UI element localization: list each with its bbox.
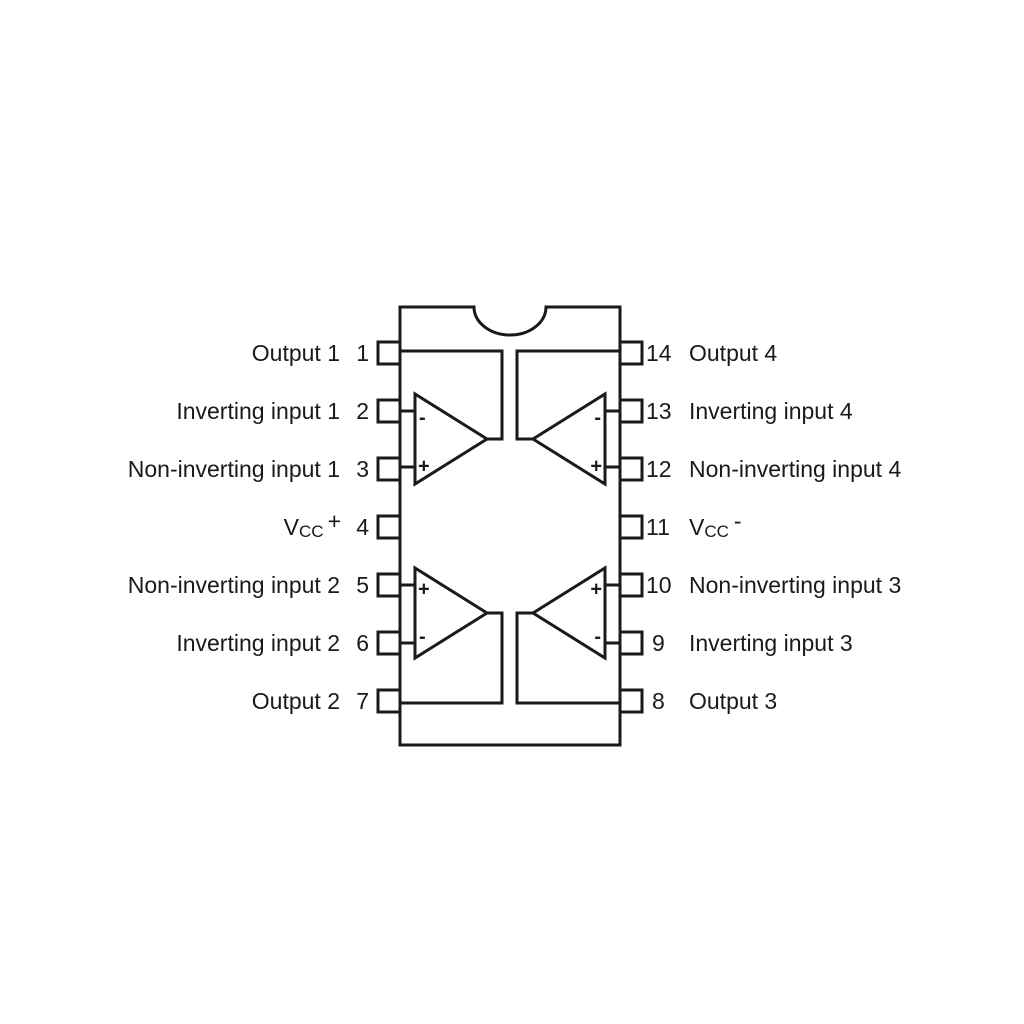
opamp-4-output-wire [515, 349, 620, 441]
pin-1-pad [376, 340, 402, 366]
pin-5-pad [376, 572, 402, 598]
vcc-subscript: CC [299, 522, 324, 541]
pin-label: Output 2 [252, 688, 340, 714]
pin-number: 1 [356, 340, 369, 366]
pin-number: 2 [356, 398, 369, 424]
pin-7-pad [376, 688, 402, 714]
pin-number: 14 [646, 340, 672, 366]
vcc-sign: + [328, 508, 341, 534]
vcc-v: V [284, 514, 300, 540]
opamp-3-output-wire [515, 611, 620, 705]
opamp-4-symbol [530, 391, 607, 487]
vcc-negative-label: VCC- [689, 508, 742, 541]
vcc-sign: - [734, 508, 742, 534]
pin-4-pad [376, 514, 402, 540]
pin-number: 6 [356, 630, 369, 656]
opamp-1-minus-sign: - [419, 407, 426, 429]
pin-label: Inverting input 1 [176, 398, 340, 424]
ic-package-body [398, 305, 622, 747]
opamp-4-minus-sign: - [594, 407, 601, 429]
opamp-2-minus-sign: - [419, 626, 426, 648]
opamp-3-minus-sign: - [594, 626, 601, 648]
pin-11-pad [618, 514, 644, 540]
opamp-1-symbol [413, 391, 490, 487]
pin-number: 7 [356, 688, 369, 714]
pin-2-pad [376, 398, 402, 424]
pin-label: Inverting input 2 [176, 630, 340, 656]
pin-number: 3 [356, 456, 369, 482]
vcc-subscript: CC [704, 522, 729, 541]
pin-6-pad [376, 630, 402, 656]
pin-label: Output 1 [252, 340, 340, 366]
pin-number: 9 [652, 630, 665, 656]
pin-number: 8 [652, 688, 665, 714]
pin-3-pad [376, 456, 402, 482]
pin-label: Inverting input 4 [689, 398, 853, 424]
opamp-3-plus-sign: + [590, 578, 602, 600]
pin-label: Non-inverting input 4 [689, 456, 901, 482]
pin-label: Inverting input 3 [689, 630, 853, 656]
pin-12-pad [618, 456, 644, 482]
pin-number: 12 [646, 456, 672, 482]
opamp-1-output-wire [400, 349, 504, 441]
pin-8-pad [618, 688, 644, 714]
opamp-4-plus-sign: + [590, 455, 602, 477]
pin-label: Non-inverting input 2 [128, 572, 340, 598]
pin-number: 4 [356, 514, 369, 540]
pin-13-pad [618, 398, 644, 424]
opamp-1-plus-sign: + [418, 455, 430, 477]
pin-9-pad [618, 630, 644, 656]
vcc-positive-label: VCC+ [284, 508, 341, 541]
pin-number: 13 [646, 398, 672, 424]
vcc-v: V [689, 514, 705, 540]
pin-label: Output 4 [689, 340, 777, 366]
pin-14-pad [618, 340, 644, 366]
opamp-3-symbol [530, 565, 607, 661]
opamp-2-symbol [413, 565, 490, 661]
pin-label: Non-inverting input 1 [128, 456, 340, 482]
pin-number: 10 [646, 572, 672, 598]
pin-number: 11 [646, 514, 670, 540]
pin-label: Non-inverting input 3 [689, 572, 901, 598]
opamp-2-plus-sign: + [418, 578, 430, 600]
opamp-2-output-wire [400, 611, 504, 705]
pin-number: 5 [356, 572, 369, 598]
pin-label: Output 3 [689, 688, 777, 714]
pin-10-pad [618, 572, 644, 598]
